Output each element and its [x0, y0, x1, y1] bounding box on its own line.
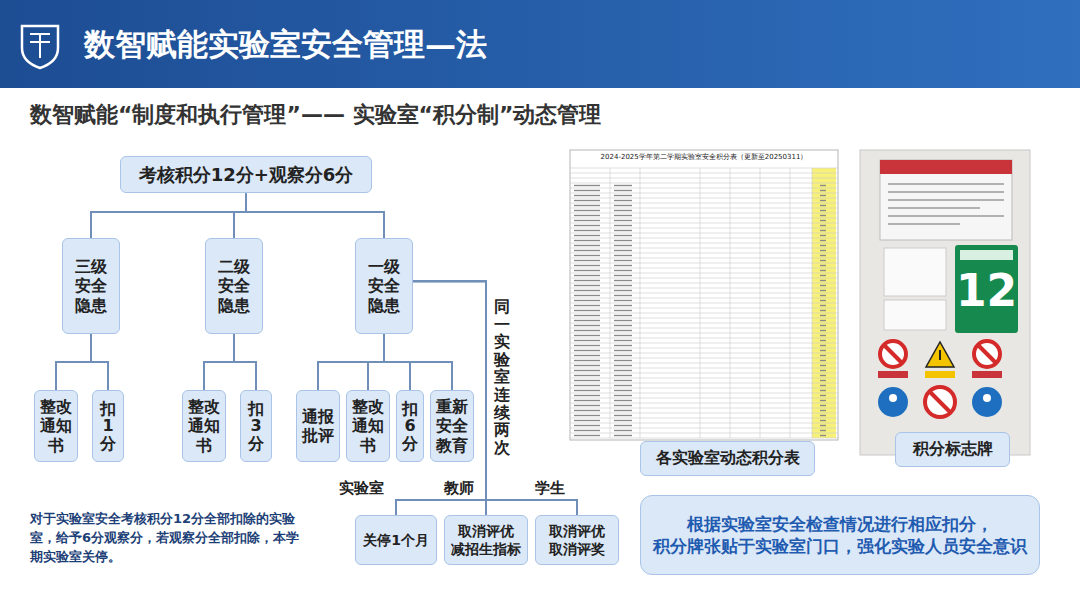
node-text: 根据实验室安全检查情况进行相应扣分，积分牌张贴于实验室门口，强化实验人员安全意识: [653, 513, 1027, 557]
node-text: 考核积分12分+观察分6分: [139, 163, 354, 186]
node-text: 各实验室动态积分表: [656, 448, 800, 469]
node-text: 通报批评: [302, 407, 334, 445]
node-text: 关停1个月: [363, 531, 429, 549]
tree-connector: [204, 334, 234, 390]
node-text: 三级安全隐患: [75, 257, 107, 315]
title-band: [0, 0, 1080, 88]
tree-connector: [368, 334, 384, 390]
score-table-image: [570, 150, 838, 440]
node-text: 扣3分: [248, 400, 264, 453]
logo: [22, 26, 58, 68]
measure-box: 整改通知书: [182, 390, 226, 462]
score-root-box: 考核积分12分+观察分6分: [120, 156, 372, 193]
subtitle: 数智赋能“制度和执行管理”—— 实验室“积分制”动态管理: [30, 101, 790, 130]
node-text: 积分标志牌: [913, 439, 993, 460]
tree-connector: [318, 334, 384, 390]
node-text: 重新安全教育: [436, 397, 468, 455]
branch-condition: 同一实验室连续两次: [494, 298, 510, 456]
tree-connector: [234, 193, 246, 238]
deduction-box: 扣3分: [240, 390, 272, 462]
node-text: 取消评优 取消评奖: [540, 522, 614, 558]
branch-label: 教师: [442, 479, 476, 498]
score-sign-photo: [860, 150, 1030, 455]
tree-connector: [91, 193, 246, 238]
slide-title: 数智赋能实验室安全管理—法: [84, 24, 487, 66]
tree-connector: [384, 334, 452, 390]
penalty-box: 取消评优 取消评奖: [535, 515, 619, 565]
node-text: 整改通知书: [40, 397, 72, 455]
node-text: 取消评优 减招生指标: [449, 522, 523, 558]
penalty-box: 取消评优 减招生指标: [444, 515, 528, 565]
deduction-box: 扣6分: [396, 390, 424, 462]
branch-label: 学生: [533, 479, 567, 498]
sign-number: 12: [955, 262, 1018, 319]
summary-box: 根据实验室安全检查情况进行相应扣分，积分牌张贴于实验室门口，强化实验人员安全意识: [640, 495, 1040, 575]
measure-box: 整改通知书: [34, 390, 78, 462]
image-caption-box: 积分标志牌: [895, 432, 1010, 467]
tree-connector: [91, 334, 108, 390]
measure-box: 重新安全教育: [430, 390, 474, 462]
branch-label: 实验室: [337, 479, 386, 498]
tree-connector: [234, 334, 256, 390]
tree-connector: [413, 281, 577, 515]
measure-box: 通报批评: [296, 390, 340, 462]
node-text: 扣6分: [402, 400, 418, 453]
hazard-level-box: 三级安全隐患: [62, 238, 120, 334]
node-text: 扣1分: [100, 400, 116, 453]
node-text: 整改通知书: [352, 397, 384, 455]
note-text: 对于实验室安全考核积分12分全部扣除的实验室，给予6分观察分，若观察分全部扣除，…: [30, 510, 310, 567]
image-caption-box: 各实验室动态积分表: [640, 441, 815, 476]
penalty-box: 关停1个月: [355, 515, 437, 565]
node-text: 整改通知书: [188, 397, 220, 455]
measure-box: 整改通知书: [346, 390, 390, 462]
hazard-level-box: 二级安全隐患: [205, 238, 263, 334]
node-text: 一级安全隐患: [368, 257, 400, 315]
tree-connector: [56, 334, 91, 390]
node-text: 二级安全隐患: [218, 257, 250, 315]
table-title: 2024-2025学年第二学期实验室安全积分表（更新至20250311）: [572, 153, 836, 162]
hazard-level-box: 一级安全隐患: [355, 238, 413, 334]
deduction-box: 扣1分: [92, 390, 124, 462]
tree-connector: [246, 193, 384, 238]
